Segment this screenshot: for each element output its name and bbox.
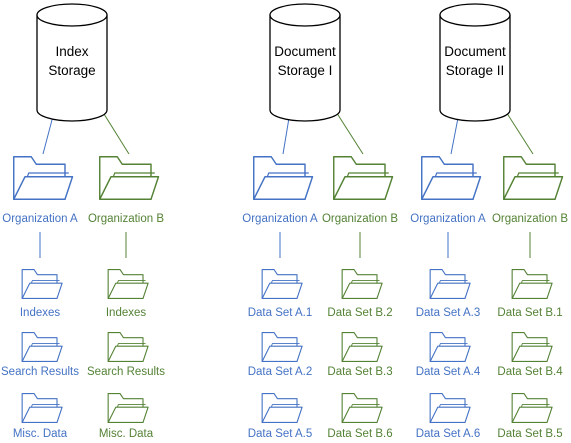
folder-icon bbox=[511, 268, 553, 300]
folder-label: Data Set A.2 bbox=[248, 366, 313, 378]
folder-icon bbox=[107, 268, 149, 300]
folder-label: Data Set B.2 bbox=[327, 307, 392, 319]
folder-icon bbox=[421, 156, 482, 200]
folder-icon bbox=[429, 268, 471, 300]
cylinder-label-line: Storage II bbox=[446, 63, 505, 78]
folder-label: Indexes bbox=[106, 307, 147, 319]
cylinder-body bbox=[269, 15, 341, 122]
organization-label: Organization A bbox=[2, 213, 78, 225]
folder-icon bbox=[99, 156, 160, 200]
folder-label: Data Set A.1 bbox=[248, 307, 313, 319]
cylinder-label-line: Storage I bbox=[278, 63, 333, 78]
folder-icon bbox=[511, 331, 553, 363]
folder-icon bbox=[261, 392, 303, 424]
folder-icon bbox=[429, 331, 471, 363]
organization-label: Organization B bbox=[492, 213, 568, 225]
folder-icon bbox=[261, 268, 303, 300]
folder-label: Search Results bbox=[1, 366, 79, 378]
folder-label: Data Set B.4 bbox=[497, 366, 563, 378]
cylinder-label-line: Document bbox=[274, 44, 336, 59]
folder-icon bbox=[13, 156, 74, 200]
folder-icon bbox=[341, 331, 383, 363]
folder-label: Data Set B.1 bbox=[497, 307, 562, 319]
folder-label: Data Set A.5 bbox=[248, 428, 313, 440]
organization-label: Organization A bbox=[242, 213, 318, 225]
cylinder-body bbox=[439, 15, 511, 122]
cylinder-body bbox=[36, 15, 108, 122]
folder-label: Misc. Data bbox=[99, 428, 154, 440]
folder-icon bbox=[253, 156, 314, 200]
folder-icon bbox=[261, 331, 303, 363]
folder-label: Data Set B.5 bbox=[497, 428, 562, 440]
organization-label: Organization A bbox=[410, 213, 486, 225]
organization-label: Organization B bbox=[88, 213, 164, 225]
folder-icon bbox=[21, 331, 63, 363]
folder-icon bbox=[341, 268, 383, 300]
cylinder-top bbox=[269, 3, 341, 27]
folder-label: Data Set B.3 bbox=[327, 366, 392, 378]
folder-label: Search Results bbox=[87, 366, 165, 378]
cylinder-label-line: Document bbox=[444, 44, 506, 59]
cylinder-label-line: Index bbox=[55, 44, 88, 59]
cylinder-top bbox=[439, 3, 511, 27]
folder-icon bbox=[21, 268, 63, 300]
cylinder-top bbox=[36, 3, 108, 27]
folder-icon bbox=[107, 392, 149, 424]
folder-label: Data Set A.3 bbox=[416, 307, 481, 319]
folder-icon bbox=[511, 392, 553, 424]
folder-icon bbox=[107, 331, 149, 363]
folder-label: Data Set A.4 bbox=[416, 366, 481, 378]
folder-icon bbox=[21, 392, 63, 424]
folder-icon bbox=[341, 392, 383, 424]
folder-icon bbox=[429, 392, 471, 424]
folder-label: Indexes bbox=[20, 307, 61, 319]
folder-icon bbox=[333, 156, 394, 200]
organization-label: Organization B bbox=[322, 213, 398, 225]
cylinder-label-line: Storage bbox=[48, 63, 95, 78]
folder-label: Misc. Data bbox=[13, 428, 68, 440]
folder-label: Data Set A.6 bbox=[416, 428, 481, 440]
folder-label: Data Set B.6 bbox=[327, 428, 392, 440]
folder-icon bbox=[503, 156, 564, 200]
